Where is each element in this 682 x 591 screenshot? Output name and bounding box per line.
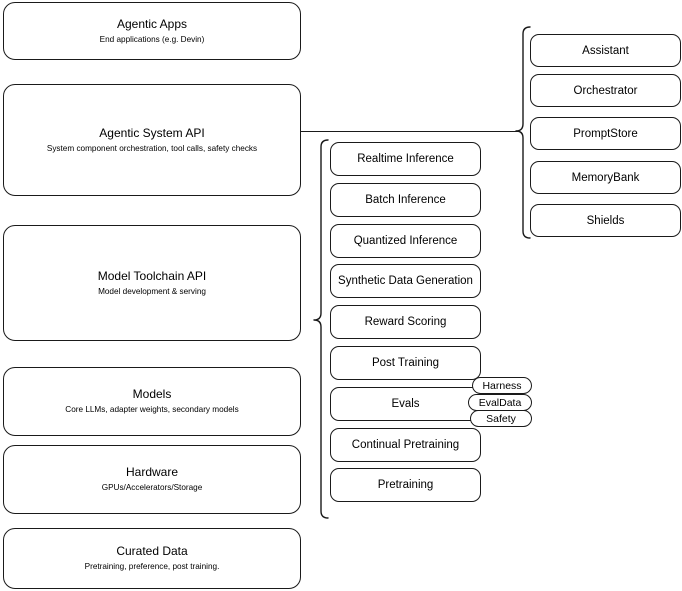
capability-synthetic-data-generation[interactable]: Synthetic Data Generation — [330, 264, 481, 298]
layer-subtitle: GPUs/Accelerators/Storage — [101, 483, 203, 492]
component-assistant[interactable]: Assistant — [530, 34, 681, 67]
eval-pill-harness[interactable]: Harness — [472, 377, 532, 394]
brace-model-toolchain — [313, 139, 329, 519]
capability-pretraining[interactable]: Pretraining — [330, 468, 481, 502]
capability-realtime-inference[interactable]: Realtime Inference — [330, 142, 481, 176]
component-shields[interactable]: Shields — [530, 204, 681, 237]
capability-continual-pretraining[interactable]: Continual Pretraining — [330, 428, 481, 462]
layer-title: Agentic Apps — [116, 16, 188, 31]
layer-title: Models — [132, 387, 172, 401]
layer-subtitle: Core LLMs, adapter weights, secondary mo… — [65, 405, 239, 414]
connector-system-api-to-components — [301, 131, 518, 133]
capability-evals[interactable]: Evals — [330, 387, 481, 421]
component-promptstore[interactable]: PromptStore — [530, 117, 681, 150]
brace-agentic-system — [515, 26, 531, 239]
layer-box-agentic-system-api[interactable]: Agentic System API System component orche… — [3, 84, 301, 196]
layer-title: Hardware — [125, 465, 179, 479]
layer-subtitle: End applications (e.g. Devin) — [99, 34, 205, 44]
capability-reward-scoring[interactable]: Reward Scoring — [330, 305, 481, 339]
capability-batch-inference[interactable]: Batch Inference — [330, 183, 481, 217]
eval-pill-safety[interactable]: Safety — [470, 410, 532, 427]
layer-subtitle: System component orchestration, tool cal… — [46, 143, 258, 153]
layer-title: Model Toolchain API — [97, 268, 207, 283]
component-orchestrator[interactable]: Orchestrator — [530, 74, 681, 107]
component-memorybank[interactable]: MemoryBank — [530, 161, 681, 194]
layer-subtitle: Model development & serving — [98, 286, 206, 296]
layer-subtitle: Pretraining, preference, post training. — [84, 562, 220, 571]
layer-title: Agentic System API — [99, 125, 205, 140]
eval-pill-evaldata[interactable]: EvalData — [468, 394, 532, 411]
layer-title: Curated Data — [116, 544, 188, 558]
capability-quantized-inference[interactable]: Quantized Inference — [330, 224, 481, 258]
layer-box-model-toolchain-api[interactable]: Model Toolchain API Model development & s… — [3, 225, 301, 341]
capability-post-training[interactable]: Post Training — [330, 346, 481, 380]
